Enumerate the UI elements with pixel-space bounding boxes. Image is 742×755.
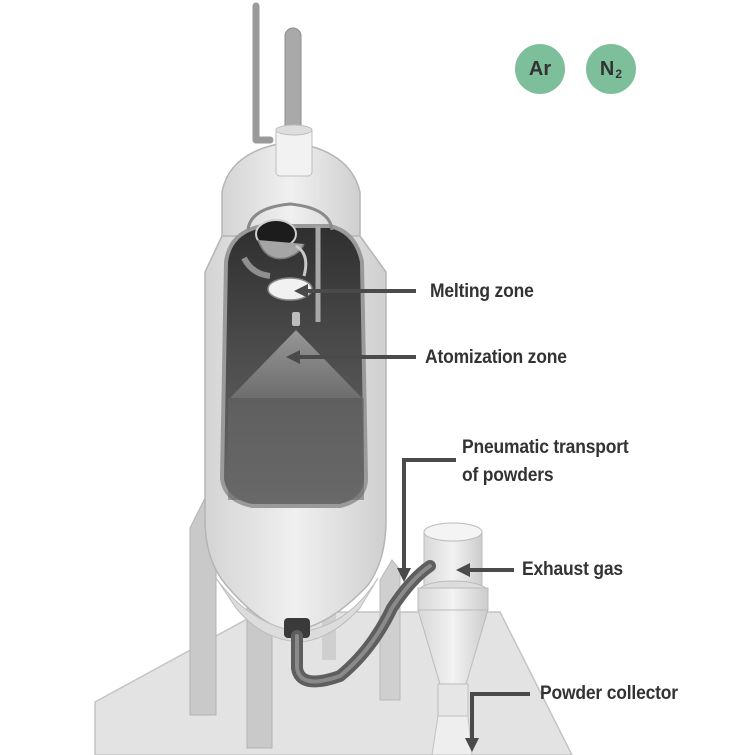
argon-gas-badge: Ar	[515, 44, 565, 94]
argon-symbol: Ar	[528, 57, 552, 80]
nitrogen-subscript: 2	[615, 67, 623, 81]
pneumatic-transport-label-line2: of powders	[462, 465, 554, 486]
melting-zone-label: Melting zone	[430, 281, 534, 302]
nozzle	[292, 312, 300, 326]
inlet-pipes	[252, 2, 313, 177]
pneumatic-transport-label-line1: Pneumatic transport	[462, 437, 629, 458]
atomization-spray	[230, 330, 362, 398]
crucible	[241, 219, 321, 322]
exhaust-gas-label: Exhaust gas	[522, 559, 623, 580]
cyclone-separator	[417, 522, 489, 755]
powder-collector-label: Powder collector	[540, 683, 678, 704]
atomization-zone-label: Atomization zone	[425, 347, 567, 368]
nitrogen-symbol: N	[599, 57, 615, 80]
callout-arrows	[286, 284, 530, 752]
